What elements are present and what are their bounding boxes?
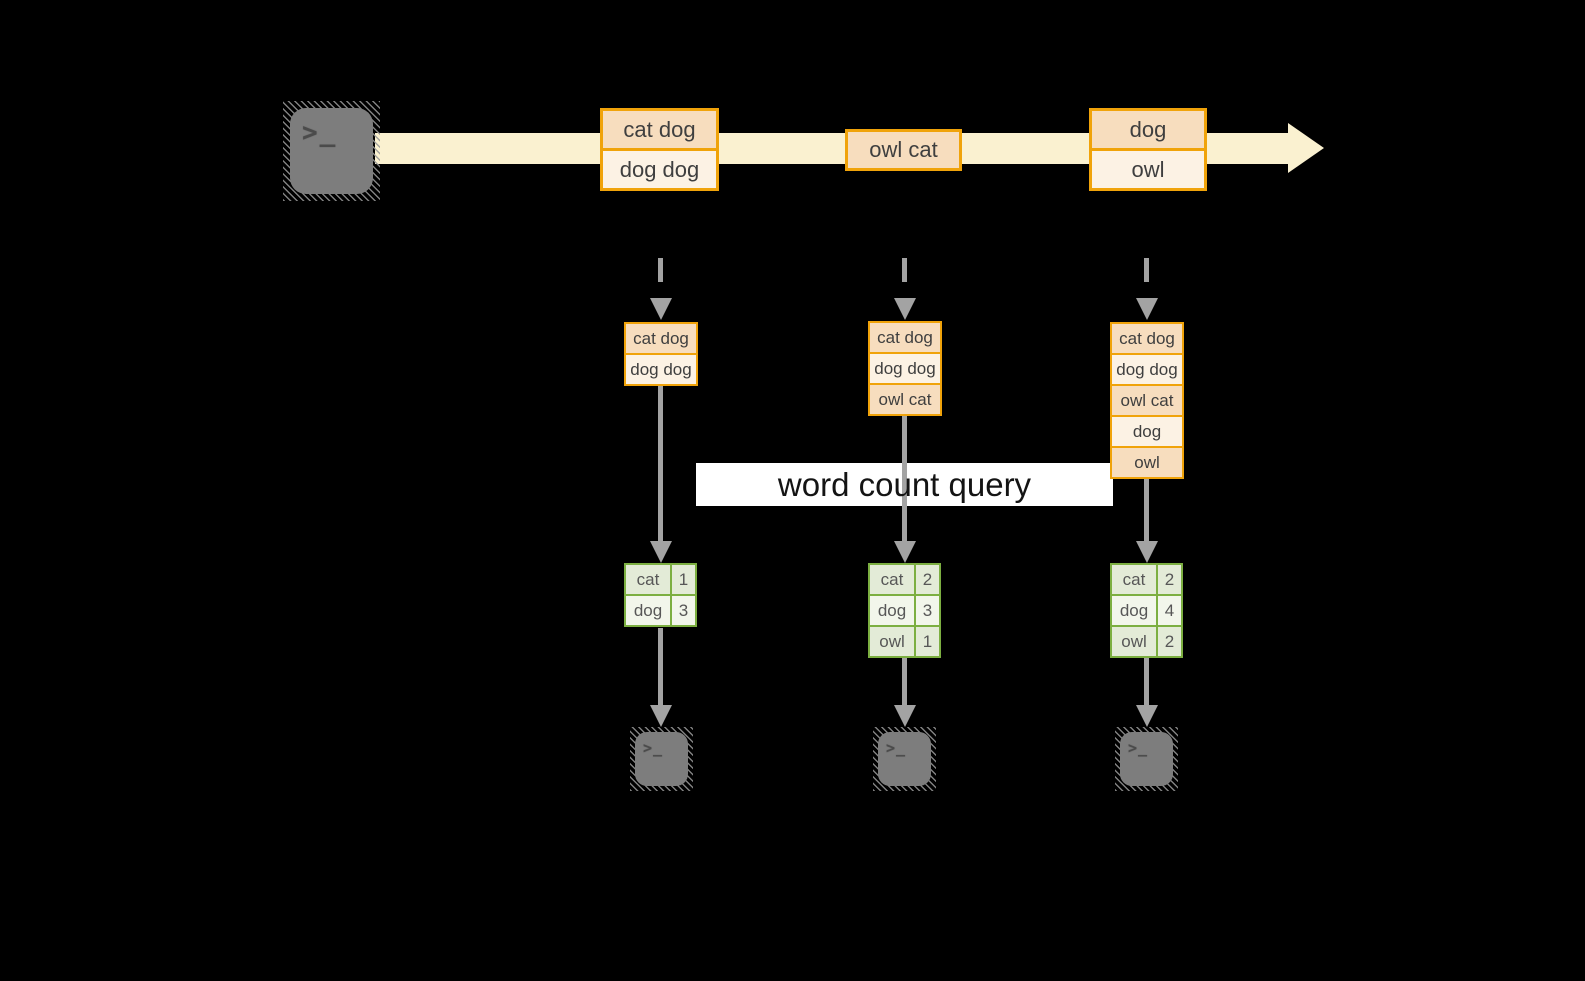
buffer-row: owl cat [870, 383, 940, 414]
count-value: 1 [916, 627, 939, 656]
terminal-prompt-icon: >_ [1128, 739, 1149, 757]
stream-event-batch-1: cat dog dog dog [600, 108, 719, 191]
stream-event-batch-2: owl cat [845, 129, 962, 171]
event-sentence: owl cat [848, 132, 959, 168]
count-word: owl [870, 627, 914, 656]
count-word: dog [626, 596, 670, 625]
terminal-screen: >_ [878, 732, 931, 786]
count-value: 3 [916, 596, 939, 625]
ingest-arrow-3 [1144, 258, 1149, 282]
buffer-row: dog [1112, 415, 1182, 446]
query-arrowhead-3-icon [1136, 541, 1158, 563]
event-sentence: dog [1092, 111, 1204, 148]
source-terminal-icon: >_ [283, 101, 380, 201]
buffer-row: cat dog [870, 323, 940, 352]
query-arrow-1 [658, 384, 663, 543]
sink-terminal-3-icon: >_ [1115, 727, 1178, 791]
count-value: 2 [1158, 627, 1181, 656]
sentence-buffer-2: cat dog dog dog owl cat [868, 321, 942, 416]
output-arrowhead-3-icon [1136, 705, 1158, 727]
buffer-row: dog dog [870, 352, 940, 383]
query-arrowhead-1-icon [650, 541, 672, 563]
count-table-1: cat 1 dog 3 [624, 563, 697, 627]
output-arrow-2 [902, 657, 907, 707]
buffer-row: dog dog [626, 353, 696, 384]
buffer-row: owl cat [1112, 384, 1182, 415]
output-arrow-1 [658, 628, 663, 707]
count-word: dog [1112, 596, 1156, 625]
terminal-screen: >_ [290, 108, 373, 194]
ingest-arrow-2 [902, 258, 907, 282]
count-value: 2 [1158, 565, 1181, 594]
count-word: cat [1112, 565, 1156, 594]
event-sentence: dog dog [603, 148, 716, 188]
query-banner-label: word count query [777, 466, 1032, 503]
sink-terminal-2-icon: >_ [873, 727, 936, 791]
ingest-arrowhead-3-icon [1136, 298, 1158, 320]
count-table-2: cat 2 dog 3 owl 1 [868, 563, 941, 658]
stream-event-batch-3: dog owl [1089, 108, 1207, 191]
stream-arrowhead-icon [1288, 123, 1324, 173]
output-arrowhead-2-icon [894, 705, 916, 727]
output-arrowhead-1-icon [650, 705, 672, 727]
count-word: cat [626, 565, 670, 594]
buffer-row: cat dog [1112, 324, 1182, 353]
ingest-arrowhead-1-icon [650, 298, 672, 320]
buffer-row: dog dog [1112, 353, 1182, 384]
sentence-buffer-3: cat dog dog dog owl cat dog owl [1110, 322, 1184, 479]
buffer-row: cat dog [626, 324, 696, 353]
buffer-row: owl [1112, 446, 1182, 477]
count-table-3: cat 2 dog 4 owl 2 [1110, 563, 1183, 658]
event-sentence: cat dog [603, 111, 716, 148]
count-word: cat [870, 565, 914, 594]
count-value: 2 [916, 565, 939, 594]
query-arrowhead-2-icon [894, 541, 916, 563]
terminal-prompt-icon: >_ [886, 739, 907, 757]
terminal-screen: >_ [1120, 732, 1173, 786]
count-value: 1 [672, 565, 695, 594]
terminal-screen: >_ [635, 732, 688, 786]
ingest-arrowhead-2-icon [894, 298, 916, 320]
query-arrow-2 [902, 416, 907, 543]
sentence-buffer-1: cat dog dog dog [624, 322, 698, 386]
event-sentence: owl [1092, 148, 1204, 188]
sink-terminal-1-icon: >_ [630, 727, 693, 791]
terminal-prompt-icon: >_ [302, 118, 338, 148]
count-word: dog [870, 596, 914, 625]
terminal-prompt-icon: >_ [643, 739, 664, 757]
query-arrow-3 [1144, 479, 1149, 543]
count-value: 4 [1158, 596, 1181, 625]
count-word: owl [1112, 627, 1156, 656]
count-value: 3 [672, 596, 695, 625]
output-arrow-3 [1144, 657, 1149, 707]
ingest-arrow-1 [658, 258, 663, 282]
